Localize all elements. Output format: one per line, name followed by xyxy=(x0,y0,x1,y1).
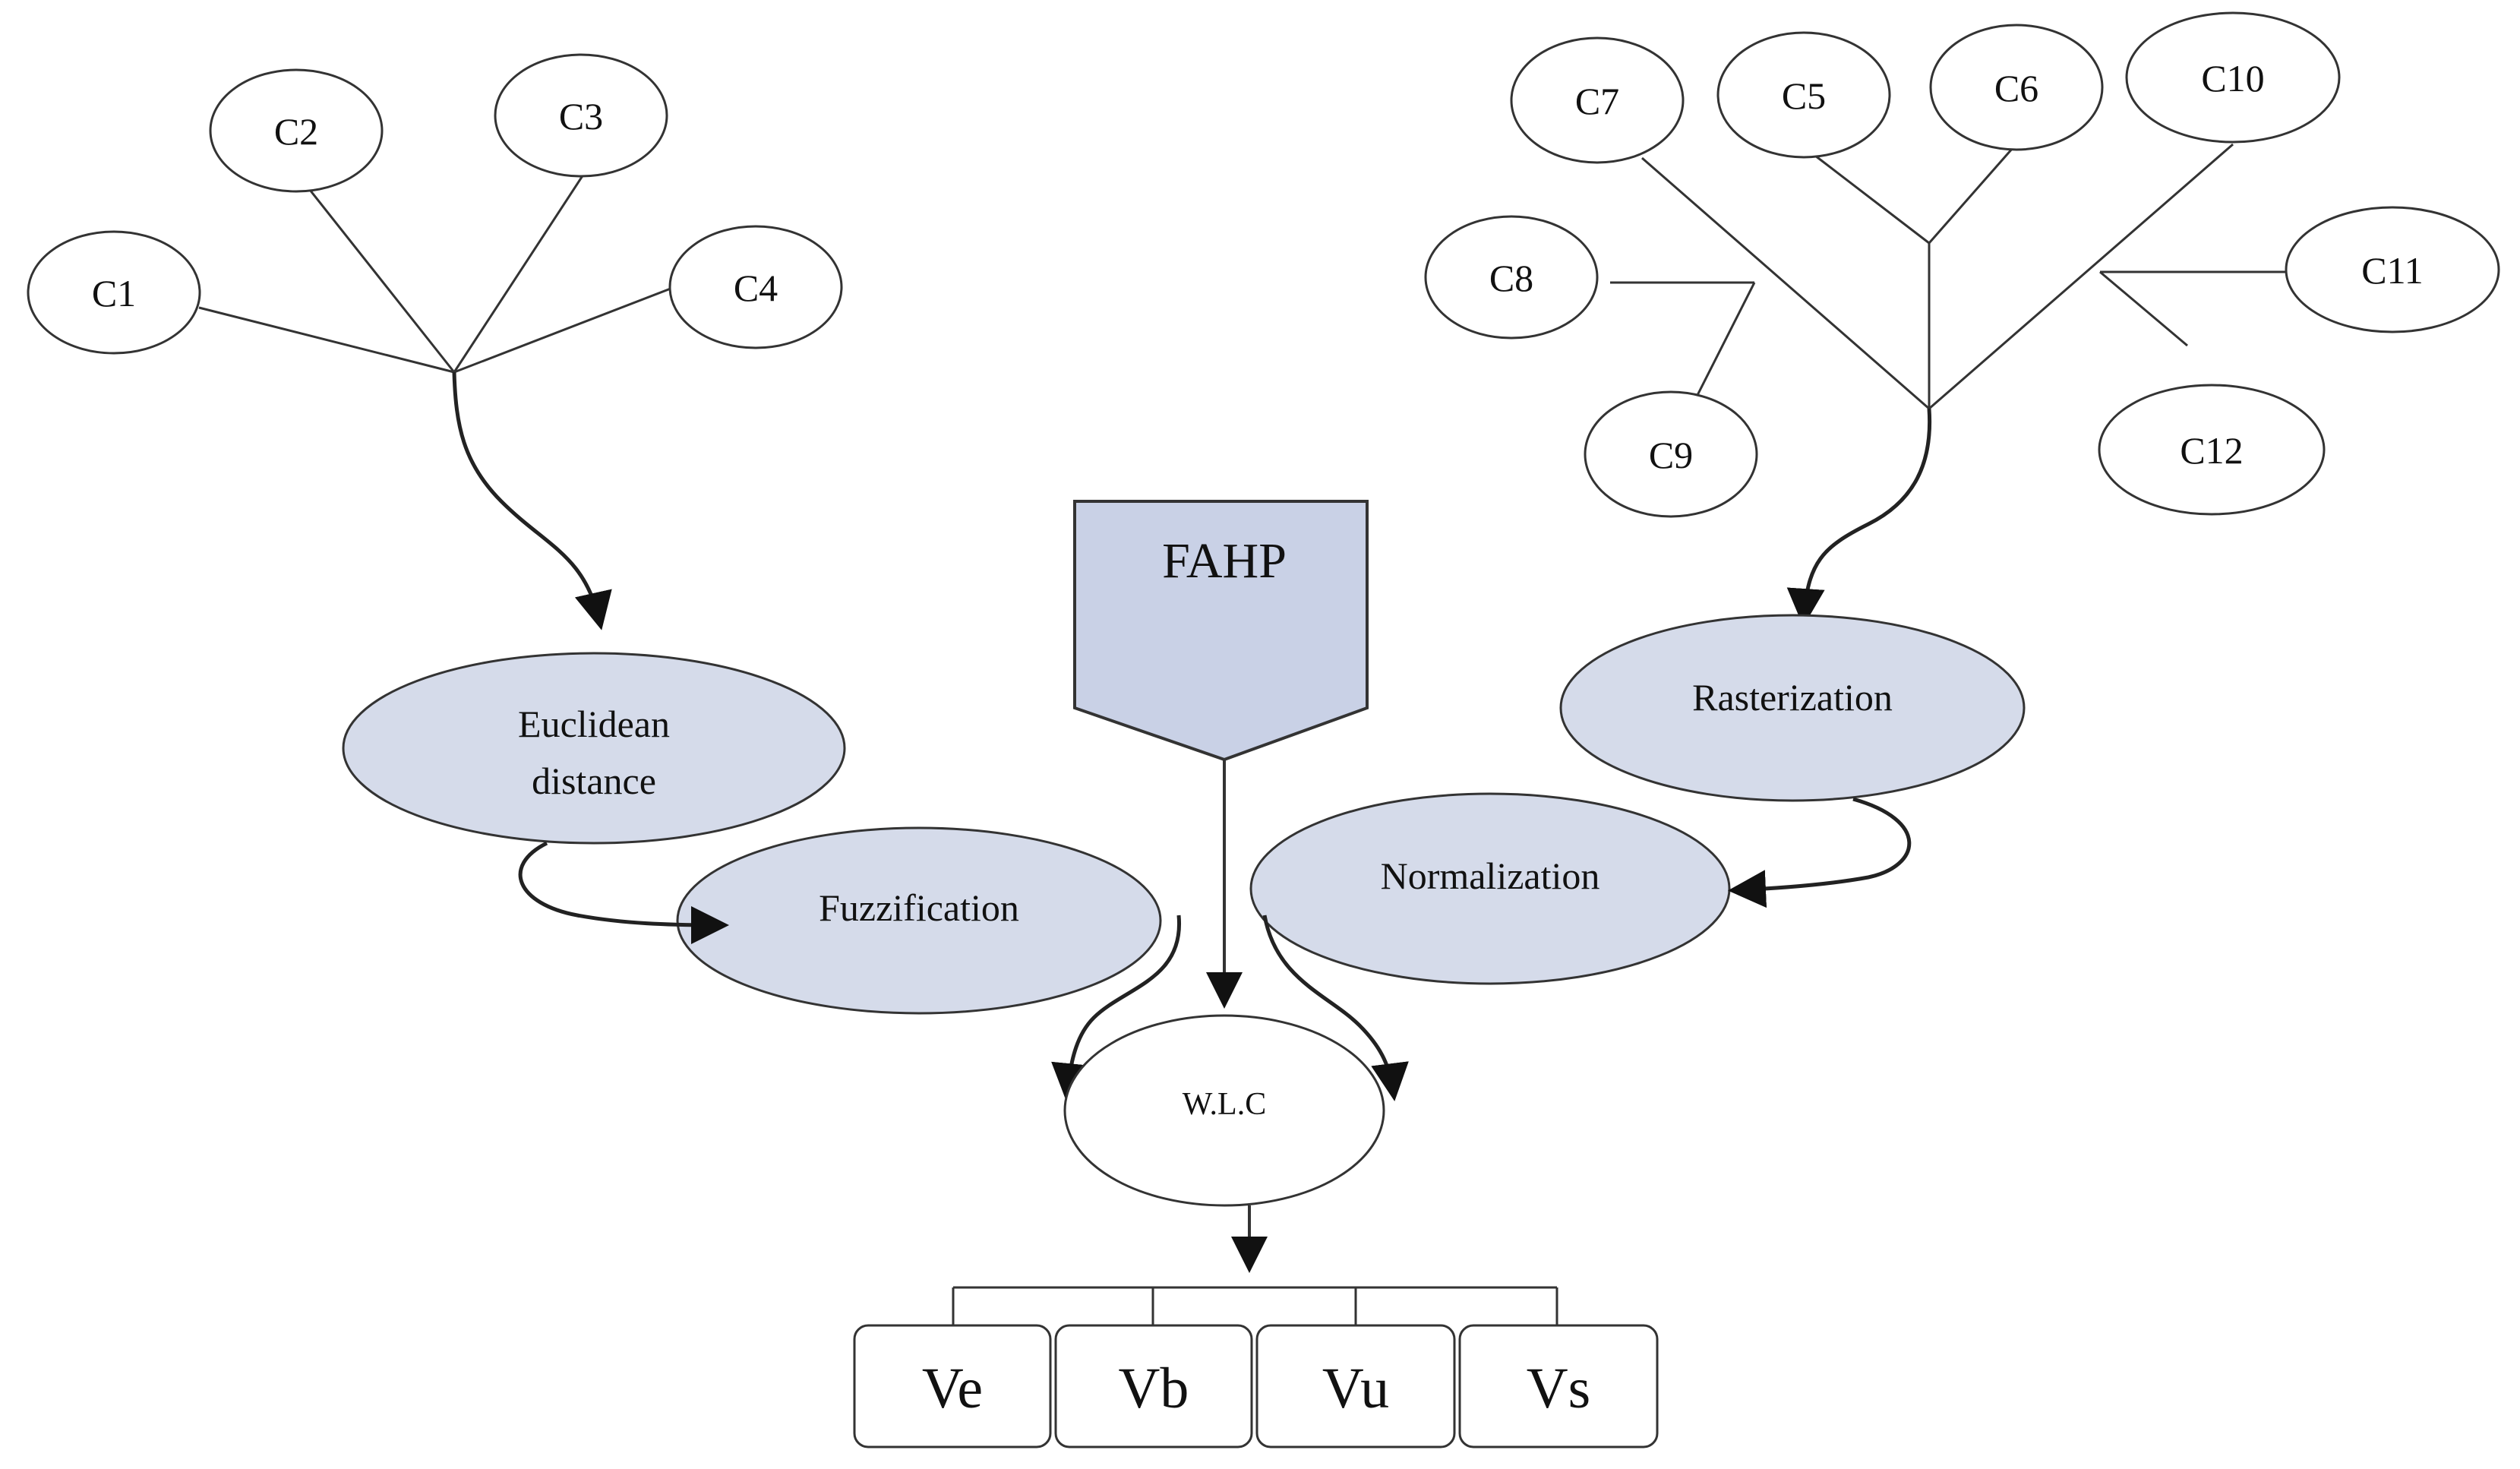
criterion-c9: C9 xyxy=(1584,390,1758,518)
criterion-label: C6 xyxy=(1994,67,2038,109)
criterion-c3: C3 xyxy=(494,53,668,178)
output-label: Vb xyxy=(1119,1357,1189,1420)
criterion-label: C5 xyxy=(1782,74,1826,117)
outputs-connector xyxy=(952,1286,1558,1325)
process-euclidean-distance: Euclidean distance xyxy=(342,652,846,845)
criterion-c11: C11 xyxy=(2285,206,2500,333)
output-label: Ve xyxy=(922,1357,983,1420)
criterion-c1: C1 xyxy=(27,230,201,355)
right-tree-flow-arrow xyxy=(1786,408,1932,627)
process-fuzzification: Fuzzification xyxy=(676,826,1162,1015)
fuzzification-label: Fuzzification xyxy=(819,886,1019,929)
wlc-label: W.L.C xyxy=(1183,1087,1266,1122)
criterion-label: C12 xyxy=(2180,429,2243,472)
criterion-c7: C7 xyxy=(1510,36,1685,164)
criterion-label: C10 xyxy=(2201,57,2264,100)
output-vs: Vs xyxy=(1458,1324,1659,1448)
criterion-c5: C5 xyxy=(1716,31,1891,159)
right-criteria-connectors xyxy=(1610,143,2294,410)
output-vb: Vb xyxy=(1054,1324,1253,1448)
output-label: Vs xyxy=(1527,1357,1590,1420)
process-rasterization: Rasterization xyxy=(1559,614,2026,802)
criterion-c8: C8 xyxy=(1424,215,1599,340)
left-tree-flow-arrow xyxy=(452,371,612,630)
criterion-c6: C6 xyxy=(1929,24,2104,151)
criterion-c4: C4 xyxy=(668,225,843,349)
fahp-block: FAHP xyxy=(1073,500,1369,762)
euclidean-to-fuzzification-arrow xyxy=(518,841,729,944)
criterion-label: C4 xyxy=(734,267,778,309)
output-vu: Vu xyxy=(1255,1324,1456,1448)
criterion-label: C7 xyxy=(1575,80,1619,122)
criterion-c2: C2 xyxy=(209,68,384,193)
euclidean-label-line1: Euclidean xyxy=(518,703,670,745)
output-label: Vu xyxy=(1322,1357,1389,1420)
criterion-label: C1 xyxy=(92,272,136,314)
criterion-c10: C10 xyxy=(2125,11,2341,144)
criterion-label: C3 xyxy=(559,95,603,137)
fahp-label: FAHP xyxy=(1162,533,1287,589)
criterion-label: C8 xyxy=(1489,257,1533,299)
euclidean-label-line2: distance xyxy=(532,760,656,802)
left-criteria-connectors xyxy=(198,174,675,374)
output-ve: Ve xyxy=(853,1324,1052,1448)
rasterization-to-normalization-arrow xyxy=(1728,797,1912,908)
wlc-node: W.L.C xyxy=(1063,1014,1385,1207)
normalization-label: Normalization xyxy=(1381,855,1600,897)
rasterization-label: Rasterization xyxy=(1692,676,1893,719)
criterion-c12: C12 xyxy=(2098,384,2326,516)
criterion-label: C9 xyxy=(1649,434,1693,476)
criterion-label: C11 xyxy=(2361,249,2424,292)
criterion-label: C2 xyxy=(274,110,318,153)
process-normalization: Normalization xyxy=(1249,792,1731,985)
normalization-to-wlc-arrow xyxy=(1262,915,1409,1101)
fuzzification-to-wlc-arrow xyxy=(1051,915,1181,1101)
